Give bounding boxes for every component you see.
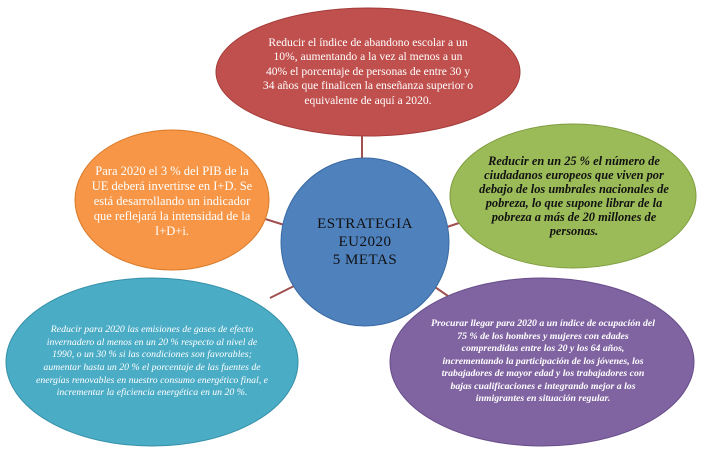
center-line-3: 5 METAS	[332, 252, 398, 268]
center-title: ESTRATEGIA EU2020 5 METAS	[300, 206, 430, 278]
goal-employment-label: Procurar llegar para 2020 a un índice de…	[431, 317, 655, 405]
goal-education-label: Reducir el índice de abandono escolar a …	[262, 35, 474, 107]
goal-education-text: Reducir el índice de abandono escolar a …	[262, 14, 474, 130]
center-line-2: EU2020	[338, 234, 392, 250]
goal-bubble-employment	[389, 277, 695, 447]
goal-bubble-education	[215, 7, 521, 137]
goal-bubble-poverty	[449, 123, 697, 269]
connector-bottom-left	[269, 284, 297, 299]
goal-climate-label: Reducir para 2020 las emisiones de gases…	[36, 324, 268, 399]
goal-poverty-label: Reducir en un 25 % el número de ciudadan…	[479, 154, 669, 238]
goal-poverty-text: Reducir en un 25 % el número de ciudadan…	[468, 134, 680, 258]
center-line-1: ESTRATEGIA	[317, 216, 413, 232]
center-bubble	[280, 157, 450, 327]
goal-bubble-research	[74, 129, 270, 271]
goal-research-text: Para 2020 el 3 % del PIB de la UE deberá…	[86, 140, 258, 262]
goal-employment-text: Procurar llegar para 2020 a un índice de…	[430, 290, 656, 434]
goal-climate-text: Reducir para 2020 las emisiones de gases…	[36, 294, 268, 430]
goal-research-label: Para 2020 el 3 % del PIB de la UE deberá…	[91, 163, 253, 238]
goal-bubble-climate	[5, 277, 299, 447]
